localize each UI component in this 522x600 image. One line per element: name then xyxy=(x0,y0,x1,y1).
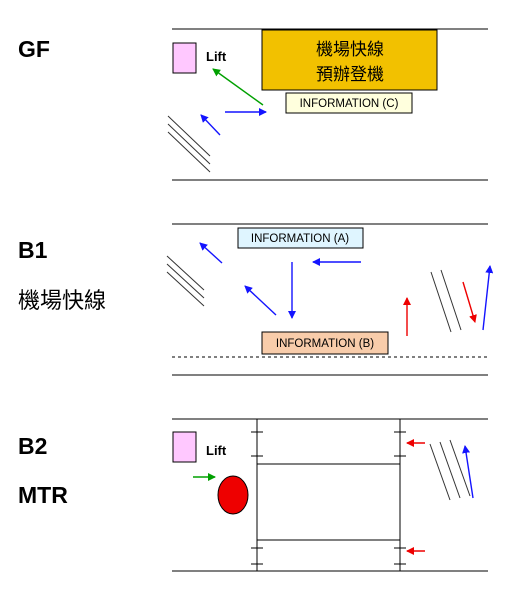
b2-concourse xyxy=(251,419,406,571)
b1-section: B1 機場快線 INFORMATION (A) INFORMATION (B) xyxy=(18,223,494,376)
b1-red-down-arrow xyxy=(462,281,477,323)
b1-right-escalator xyxy=(430,269,462,333)
b2-lift-label: Lift xyxy=(206,443,227,458)
b2-lift-box xyxy=(172,431,197,463)
gf-lift-box xyxy=(172,42,197,74)
b1-escalator-up-arrow xyxy=(199,242,223,264)
b1-blue-up-arrow xyxy=(482,265,494,331)
counter-label-line2: 預辦登機 xyxy=(316,65,384,85)
information-c-label: INFORMATION (C) xyxy=(300,98,399,110)
gf-lift-label: Lift xyxy=(206,49,227,64)
b1-level-label: B1 xyxy=(18,237,48,263)
b2-escalator xyxy=(429,439,471,501)
b2-level-sublabel: MTR xyxy=(18,482,68,508)
information-a-label: INFORMATION (A) xyxy=(251,233,349,245)
b2-section: B2 MTR Lift xyxy=(18,418,488,572)
b1-diagonal-arrow xyxy=(244,285,277,316)
mtr-location-marker xyxy=(217,475,249,515)
information-b-label: INFORMATION (B) xyxy=(276,338,374,350)
b1-level-sublabel: 機場快線 xyxy=(18,289,106,314)
b1-left-escalator xyxy=(166,255,205,307)
gf-section: GF Lift 機場快線 預辦登機 INFORMATION (C) xyxy=(18,28,488,181)
gf-level-label: GF xyxy=(18,36,50,62)
b2-level-label: B2 xyxy=(18,433,47,459)
information-a-box xyxy=(237,227,364,249)
counter-label-line1: 機場快線 xyxy=(316,40,384,60)
gf-escalator xyxy=(167,115,211,173)
information-c-box xyxy=(285,92,413,114)
in-town-check-in-counter xyxy=(261,29,438,91)
b2-blue-up-arrow xyxy=(462,445,474,499)
gf-escalator-up-arrow xyxy=(200,114,221,136)
gf-to-lift-arrow xyxy=(212,68,264,106)
information-b-box xyxy=(261,331,389,355)
